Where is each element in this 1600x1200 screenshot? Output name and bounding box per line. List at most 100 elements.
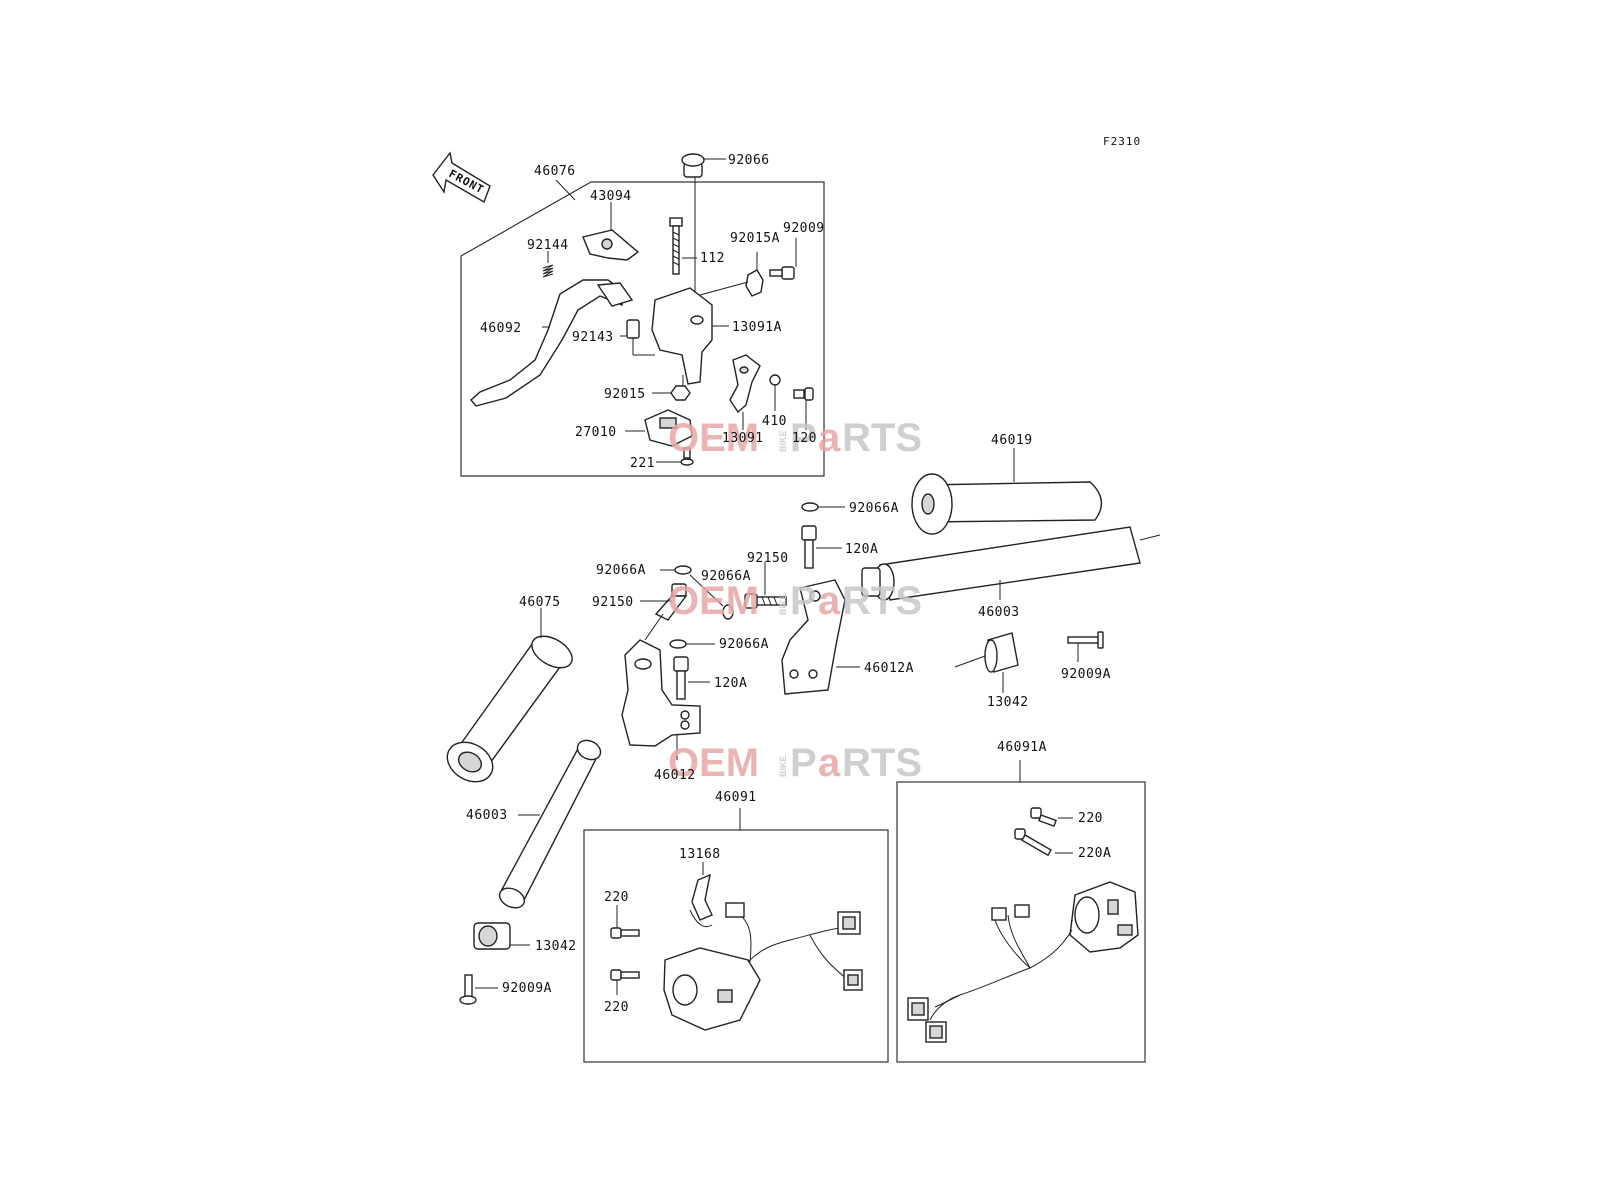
callout-13042-left: 13042 bbox=[535, 939, 577, 954]
callout-220-b: 220 bbox=[604, 1000, 629, 1015]
callout-410: 410 bbox=[762, 414, 787, 429]
switch-assembly-box-46091 bbox=[583, 808, 889, 1063]
callout-92066A-c: 92066A bbox=[701, 569, 751, 584]
cover-43094 bbox=[582, 202, 640, 261]
watermark-oembikeparts-1: OEM BIKE P a RTS bbox=[668, 416, 922, 460]
callout-13091A: 13091A bbox=[732, 320, 782, 335]
holder-46012A bbox=[781, 579, 860, 695]
watermark-text-p: P bbox=[790, 741, 817, 785]
bolt-112 bbox=[669, 217, 697, 275]
connector-right-a bbox=[991, 907, 1007, 921]
reservoir-cap-92066 bbox=[681, 153, 726, 236]
callout-labels: 46076 43094 92066 92144 112 92015A 92009… bbox=[466, 153, 1111, 1015]
washer-410 bbox=[769, 374, 781, 411]
weight-13042-left bbox=[473, 922, 530, 950]
clamp-13091 bbox=[729, 354, 761, 430]
screw-220A bbox=[1014, 828, 1073, 857]
screw-220-b bbox=[610, 969, 640, 995]
lever-holder-13091A bbox=[651, 236, 749, 385]
callout-92066A-a: 92066A bbox=[849, 501, 899, 516]
screw-92009A-right bbox=[1067, 631, 1104, 662]
callout-120A-b: 120A bbox=[714, 676, 747, 691]
callout-92066A-d: 92066A bbox=[719, 637, 769, 652]
callout-221: 221 bbox=[630, 456, 655, 471]
callout-220-a: 220 bbox=[604, 890, 629, 905]
front-arrow-icon: FRONT bbox=[432, 151, 491, 204]
callout-92143: 92143 bbox=[572, 330, 614, 345]
callout-13091: 13091 bbox=[722, 431, 764, 446]
handlebar-46003-right bbox=[861, 526, 1161, 601]
watermark-text-rts: RTS bbox=[842, 741, 922, 785]
callout-13168: 13168 bbox=[679, 847, 721, 862]
bolt-120A-a bbox=[801, 525, 842, 569]
figure-code: F2310 bbox=[1103, 135, 1141, 148]
bolt-92150-b bbox=[640, 583, 688, 641]
watermark-text-oem: OEM bbox=[668, 579, 759, 623]
screw-220-c bbox=[1030, 807, 1073, 828]
callout-46091: 46091 bbox=[715, 790, 757, 805]
watermark-text-a: a bbox=[818, 579, 841, 623]
pivot-92143 bbox=[620, 319, 655, 356]
callout-120A-a: 120A bbox=[845, 542, 878, 557]
callout-46012: 46012 bbox=[654, 768, 696, 783]
watermark-text-rts: RTS bbox=[842, 416, 922, 460]
watermark-text-oem: OEM bbox=[668, 416, 759, 460]
nut-92015A bbox=[745, 252, 764, 297]
callout-46019: 46019 bbox=[991, 433, 1033, 448]
connector-right-d bbox=[925, 1021, 947, 1043]
spring-92144 bbox=[542, 251, 554, 278]
callout-46003-right: 46003 bbox=[978, 605, 1020, 620]
watermark-text-rts: RTS bbox=[842, 579, 922, 623]
lever-46092 bbox=[470, 279, 634, 407]
callout-92150-a: 92150 bbox=[747, 551, 789, 566]
screw-220-a bbox=[610, 905, 640, 939]
callout-92015A: 92015A bbox=[730, 231, 780, 246]
screw-221 bbox=[656, 447, 694, 466]
washer-92066A-d bbox=[669, 639, 715, 649]
callout-92009A-right: 92009A bbox=[1061, 667, 1111, 682]
connector-left-a bbox=[725, 902, 745, 918]
callout-46076: 46076 bbox=[534, 164, 576, 179]
connector-left-b bbox=[837, 911, 861, 935]
switch-housing-left bbox=[663, 914, 849, 1031]
handlebar-46003-left bbox=[498, 739, 602, 909]
callout-92066A-b: 92066A bbox=[596, 563, 646, 578]
watermark-text-oem: OEM bbox=[668, 741, 759, 785]
watermark-text-p: P bbox=[790, 416, 817, 460]
bolt-120 bbox=[793, 387, 814, 430]
bolt-92150-a bbox=[744, 562, 787, 609]
washer-92066A-c bbox=[689, 574, 734, 620]
grip-46075 bbox=[446, 608, 573, 783]
clip-13168 bbox=[689, 862, 713, 928]
callout-220-c: 220 bbox=[1078, 811, 1103, 826]
switch-assembly-box-46091A bbox=[896, 760, 1146, 1063]
callout-92015: 92015 bbox=[604, 387, 646, 402]
grip-46019 bbox=[911, 448, 1103, 535]
screw-92009A-left bbox=[459, 974, 498, 1005]
callout-13042-right: 13042 bbox=[987, 695, 1029, 710]
callout-46092: 46092 bbox=[480, 321, 522, 336]
switch-27010 bbox=[625, 409, 693, 447]
callout-92144: 92144 bbox=[527, 238, 569, 253]
watermark-text-a: a bbox=[818, 416, 841, 460]
bolt-120A-b bbox=[673, 656, 710, 700]
washer-92066A-a bbox=[801, 502, 845, 512]
nut-92015 bbox=[652, 375, 691, 401]
watermark-text-p: P bbox=[790, 579, 817, 623]
watermark-text-bike: BIKE bbox=[778, 755, 788, 777]
watermark-text-bike: BIKE bbox=[778, 430, 788, 452]
callout-43094: 43094 bbox=[590, 189, 632, 204]
callout-92150-b: 92150 bbox=[592, 595, 634, 610]
callout-46012A: 46012A bbox=[864, 661, 914, 676]
callout-112: 112 bbox=[700, 251, 725, 266]
connector-right-c bbox=[907, 997, 929, 1021]
callout-46075: 46075 bbox=[519, 595, 561, 610]
watermark-oembikeparts-2: OEM BIKE P a RTS bbox=[668, 579, 922, 623]
holder-46012 bbox=[621, 639, 701, 760]
screw-92009 bbox=[769, 238, 797, 280]
callout-46003-left: 46003 bbox=[466, 808, 508, 823]
connector-right-b bbox=[1014, 904, 1030, 918]
connector-left-c bbox=[843, 969, 863, 991]
callout-92009: 92009 bbox=[783, 221, 825, 236]
weight-13042-right bbox=[954, 632, 1019, 693]
